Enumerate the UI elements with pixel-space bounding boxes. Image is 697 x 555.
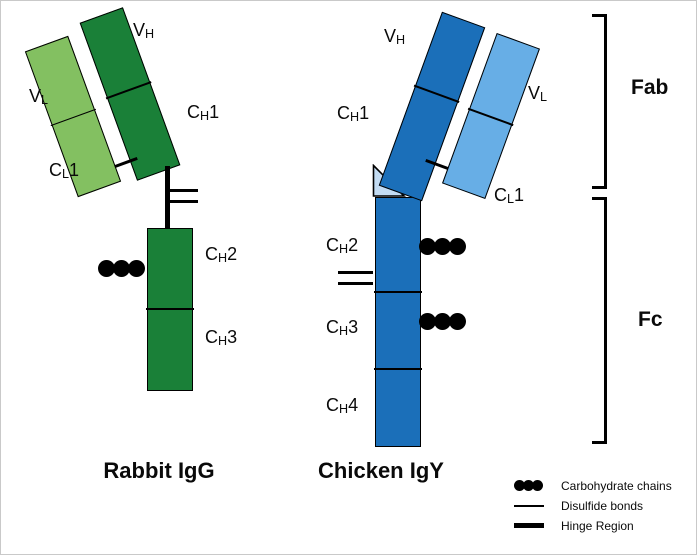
igg-carbohydrate-chain xyxy=(98,260,145,277)
igy-ch1-label: CH1 xyxy=(337,103,370,124)
igg-hinge-region xyxy=(165,166,170,232)
igg-disulfide-bond-1 xyxy=(169,189,198,192)
hinge-region-icon xyxy=(514,523,554,528)
igy-ch2-ch3-divider xyxy=(374,291,422,293)
legend-carbohydrate-row: Carbohydrate chains xyxy=(514,478,672,493)
igg-ch3-label: CH3 xyxy=(205,327,238,348)
igy-title: Chicken IgY xyxy=(318,458,444,483)
carbohydrate-bead xyxy=(113,260,130,277)
fc-region-label: Fc xyxy=(638,308,663,331)
carbohydrate-bead xyxy=(449,313,466,330)
igy-vl-label: VL xyxy=(528,83,548,104)
fab-bracket xyxy=(592,14,607,189)
igy-vl-cl1-divider xyxy=(467,107,514,126)
carbohydrate-chains-icon xyxy=(514,480,554,491)
igg-ch1-label: CH1 xyxy=(187,102,220,123)
igy-heavy-chain-fc xyxy=(374,197,422,447)
igg-ch2-label: CH2 xyxy=(205,244,238,265)
igg-vh-label: VH xyxy=(133,20,155,41)
disulfide-bond-icon xyxy=(514,504,554,507)
carbohydrate-bead xyxy=(532,480,543,491)
carbohydrate-bead xyxy=(419,238,436,255)
fc-bracket xyxy=(592,197,607,444)
igg-ch2-ch3-divider xyxy=(146,307,194,310)
legend-disulfide-label: Disulfide bonds xyxy=(561,498,644,513)
igg-heavy-chain-fc xyxy=(146,228,194,391)
igy-carbohydrate-chain-lower xyxy=(419,313,466,330)
igy-vh-label: VH xyxy=(384,26,406,47)
thin-line xyxy=(514,504,544,507)
carbohydrate-bead xyxy=(514,480,525,491)
igy-ch3-label: CH3 xyxy=(326,317,359,338)
igg-disulfide-bond-2 xyxy=(169,200,198,203)
igy-disulfide-bond-1 xyxy=(338,271,373,274)
igy-ch4-label: CH4 xyxy=(326,395,359,416)
thick-line xyxy=(514,523,544,528)
carbohydrate-bead xyxy=(434,238,451,255)
carbohydrate-bead xyxy=(523,480,534,491)
legend-carbohydrate-label: Carbohydrate chains xyxy=(561,478,672,493)
legend-hinge-label: Hinge Region xyxy=(561,518,634,533)
carbohydrate-bead xyxy=(419,313,436,330)
igg-title: Rabbit IgG xyxy=(103,458,215,483)
igy-disulfide-bond-2 xyxy=(338,282,373,285)
igg-vl-cl1-divider xyxy=(50,108,97,127)
igg-vl-label: VL xyxy=(29,86,49,107)
fab-region-label: Fab xyxy=(631,76,669,99)
igg-cl1-label: CL1 xyxy=(49,160,80,181)
carbohydrate-bead xyxy=(128,260,145,277)
legend: Carbohydrate chains Disulfide bonds Hing… xyxy=(514,479,672,539)
legend-disulfide-row: Disulfide bonds xyxy=(514,498,672,513)
igy-ch2-label: CH2 xyxy=(326,235,359,256)
igy-ch3-ch4-divider xyxy=(374,367,422,370)
carbohydrate-bead xyxy=(98,260,115,277)
legend-hinge-row: Hinge Region xyxy=(514,518,672,533)
igy-vh-ch1-divider xyxy=(413,84,460,103)
carbohydrate-bead xyxy=(434,313,451,330)
igg-vh-ch1-divider xyxy=(105,81,152,100)
igy-carbohydrate-chain-upper xyxy=(419,238,466,255)
carbohydrate-bead xyxy=(449,238,466,255)
igy-cl1-label: CL1 xyxy=(494,185,525,206)
